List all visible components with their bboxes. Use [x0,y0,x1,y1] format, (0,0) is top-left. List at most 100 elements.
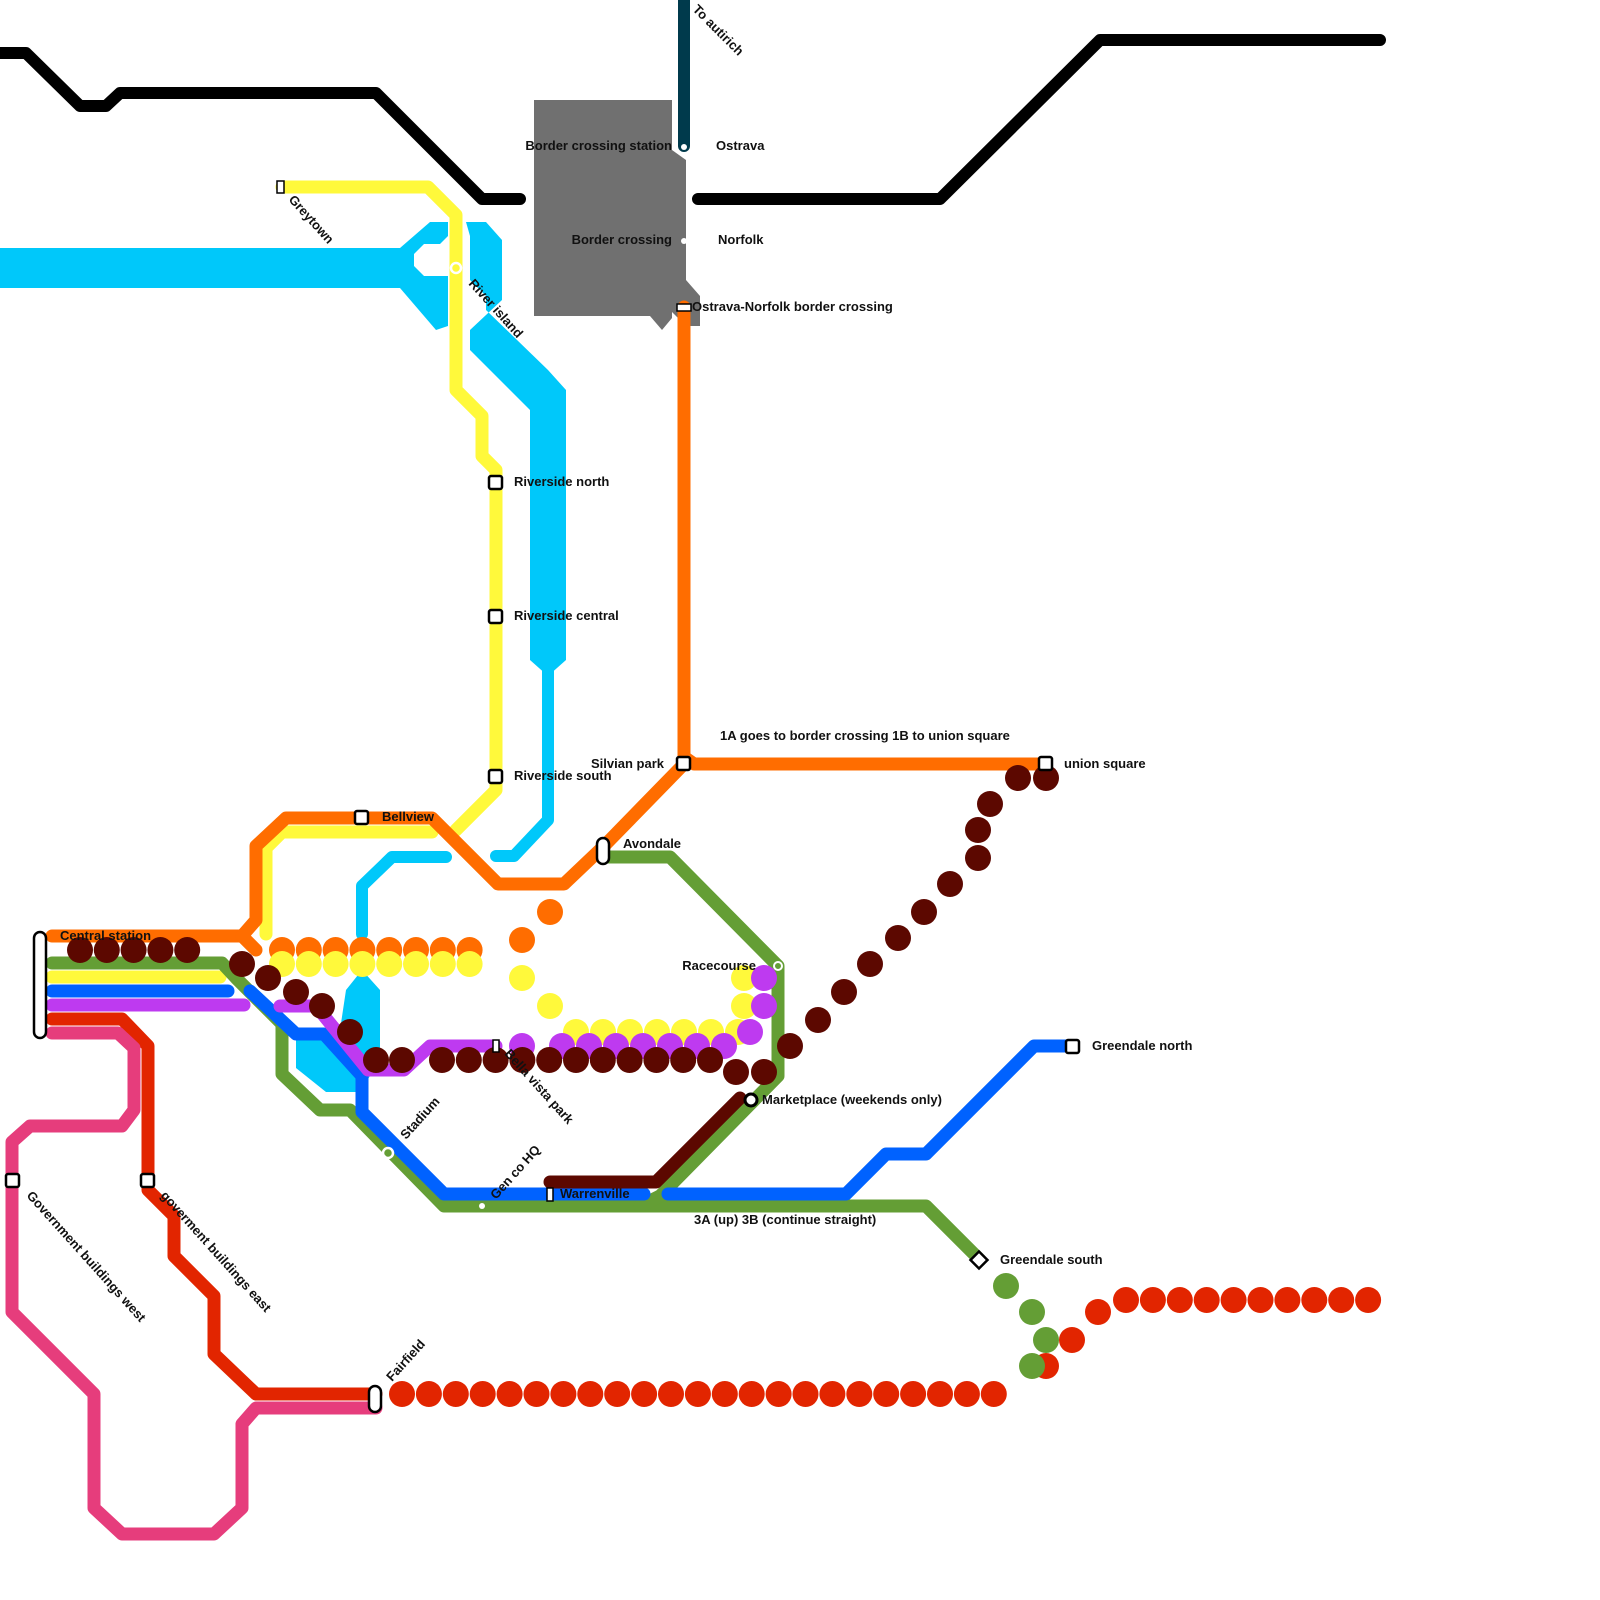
maroon-dot [1005,765,1031,791]
station-gen-co-hq[interactable] [479,1203,485,1209]
red-dot [927,1381,953,1407]
maroon-dot [723,1059,749,1085]
maroon-dot [429,1047,455,1073]
maroon-dot [283,979,309,1005]
maroon-dot [937,871,963,897]
maroon-dot [977,791,1003,817]
station-warrenville[interactable] [546,1187,554,1202]
maroon-dot [1033,765,1059,791]
maroon-dot [965,845,991,871]
maroon-dot [831,979,857,1005]
orange-line-spur [235,929,263,957]
red-dot [819,1381,846,1407]
station-riverside-south[interactable] [487,768,504,785]
maroon-dot [509,1047,536,1073]
station-central[interactable] [32,930,48,1040]
label-racecourse: Racecourse [682,958,756,973]
label-greytown: Greytown [286,192,337,247]
red-dot [711,1381,738,1407]
maroon-dot [857,951,883,977]
maroon-dot [536,1047,563,1073]
label-border-crossing: Border crossing [572,232,672,247]
blue-line-east [661,1039,1077,1201]
red-dot [1085,1299,1111,1325]
maroon-dot [965,817,991,843]
pink-line [5,1026,383,1541]
red-dot [1355,1287,1382,1313]
station-greendale-south[interactable] [968,1249,990,1271]
label-fairfield: Fairfield [383,1336,428,1384]
maroon-dot [67,937,93,963]
maroon-dot [389,1047,415,1073]
label-riverside-central: Riverside central [514,608,619,623]
river-channel [490,664,554,862]
red-dot [631,1381,658,1407]
black-line-west [0,47,526,205]
maroon-dot [563,1047,589,1073]
orange-line [677,300,1053,771]
station-stadium[interactable] [381,1146,395,1160]
station-border-crossing-station[interactable] [681,144,687,150]
station-riverside-central[interactable] [487,608,504,625]
red-dot [496,1381,523,1407]
maroon-dot [643,1047,670,1073]
red-dot [658,1381,684,1407]
label-bellview: Bellview [382,809,435,824]
purple-dot [737,1019,763,1045]
station-riverside-north[interactable] [487,474,504,491]
red-dot [1113,1287,1139,1313]
red-dot [1059,1327,1085,1353]
maroon-dot [229,951,255,977]
station-marketplace[interactable] [743,1092,759,1108]
maroon-line-dots-main [67,765,1059,1085]
station-greendale-north[interactable] [1064,1038,1081,1055]
station-bella-vista-park[interactable] [492,1039,500,1053]
red-dot [415,1381,442,1407]
river [0,222,566,676]
yellow-dot [537,993,563,1019]
maroon-dot [120,937,147,963]
purple-dot [751,965,777,991]
station-silvian-park[interactable] [675,755,692,772]
border-zone [534,100,700,330]
station-government-west[interactable] [4,1172,21,1189]
station-avondale[interactable] [595,836,611,866]
red-dot [765,1381,792,1407]
station-greytown[interactable] [276,180,285,194]
label-avondale: Avondale [623,836,681,851]
yellow-dot [509,965,535,991]
red-dot [1193,1287,1220,1313]
maroon-dot [174,937,201,963]
label-norfolk: Norfolk [718,232,764,247]
station-government-east[interactable] [139,1172,156,1189]
maroon-dot [589,1047,616,1073]
station-ostrava-norfolk[interactable] [676,303,692,312]
red-line-dots [389,1287,1382,1407]
station-racecourse[interactable] [773,961,783,971]
label-ostrava-norfolk: Ostrava-Norfolk border crossing [692,299,893,314]
green-dot [1019,1299,1045,1325]
maroon-dot [482,1047,509,1073]
red-dot [792,1381,819,1407]
orange-dot [537,899,563,925]
red-dot [442,1381,469,1407]
station-fairfield[interactable] [367,1384,383,1414]
purple-dot [751,993,777,1019]
red-dot [1220,1287,1247,1313]
green-dot [1019,1353,1045,1379]
maroon-dot [616,1047,643,1073]
maroon-dot [777,1033,803,1059]
label-marketplace: Marketplace (weekends only) [762,1092,942,1107]
station-bellview[interactable] [353,809,370,826]
maroon-dot [885,925,911,951]
maroon-dot [805,1007,831,1033]
station-border-crossing[interactable] [681,238,687,244]
red-dot [550,1381,577,1407]
station-river-island[interactable] [449,261,463,275]
orange-dot [509,927,535,953]
label-central-station: Central station [60,928,151,943]
station-union-square[interactable] [1037,755,1054,772]
yellow-dot [731,993,757,1019]
red-dot [846,1381,873,1407]
yellow-dot [349,951,376,977]
